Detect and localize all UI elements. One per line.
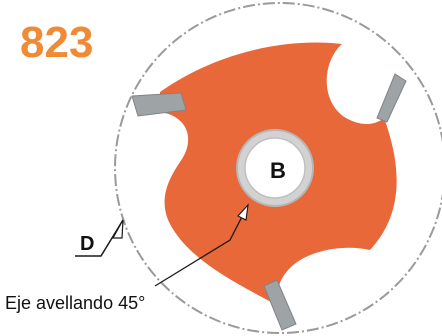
axis-note: Eje avellando 45°: [5, 293, 145, 313]
diameter-arrowhead: [111, 219, 124, 239]
product-code: 823: [20, 18, 93, 67]
carbide-tip-bottom: [263, 279, 297, 331]
carbide-tip-right: [376, 73, 407, 123]
bore-hole: [244, 137, 306, 199]
diameter-label: D: [80, 233, 94, 255]
carbide-tip-left: [131, 92, 187, 117]
axis-arrowhead: [237, 203, 249, 221]
bore-label: B: [270, 158, 286, 183]
